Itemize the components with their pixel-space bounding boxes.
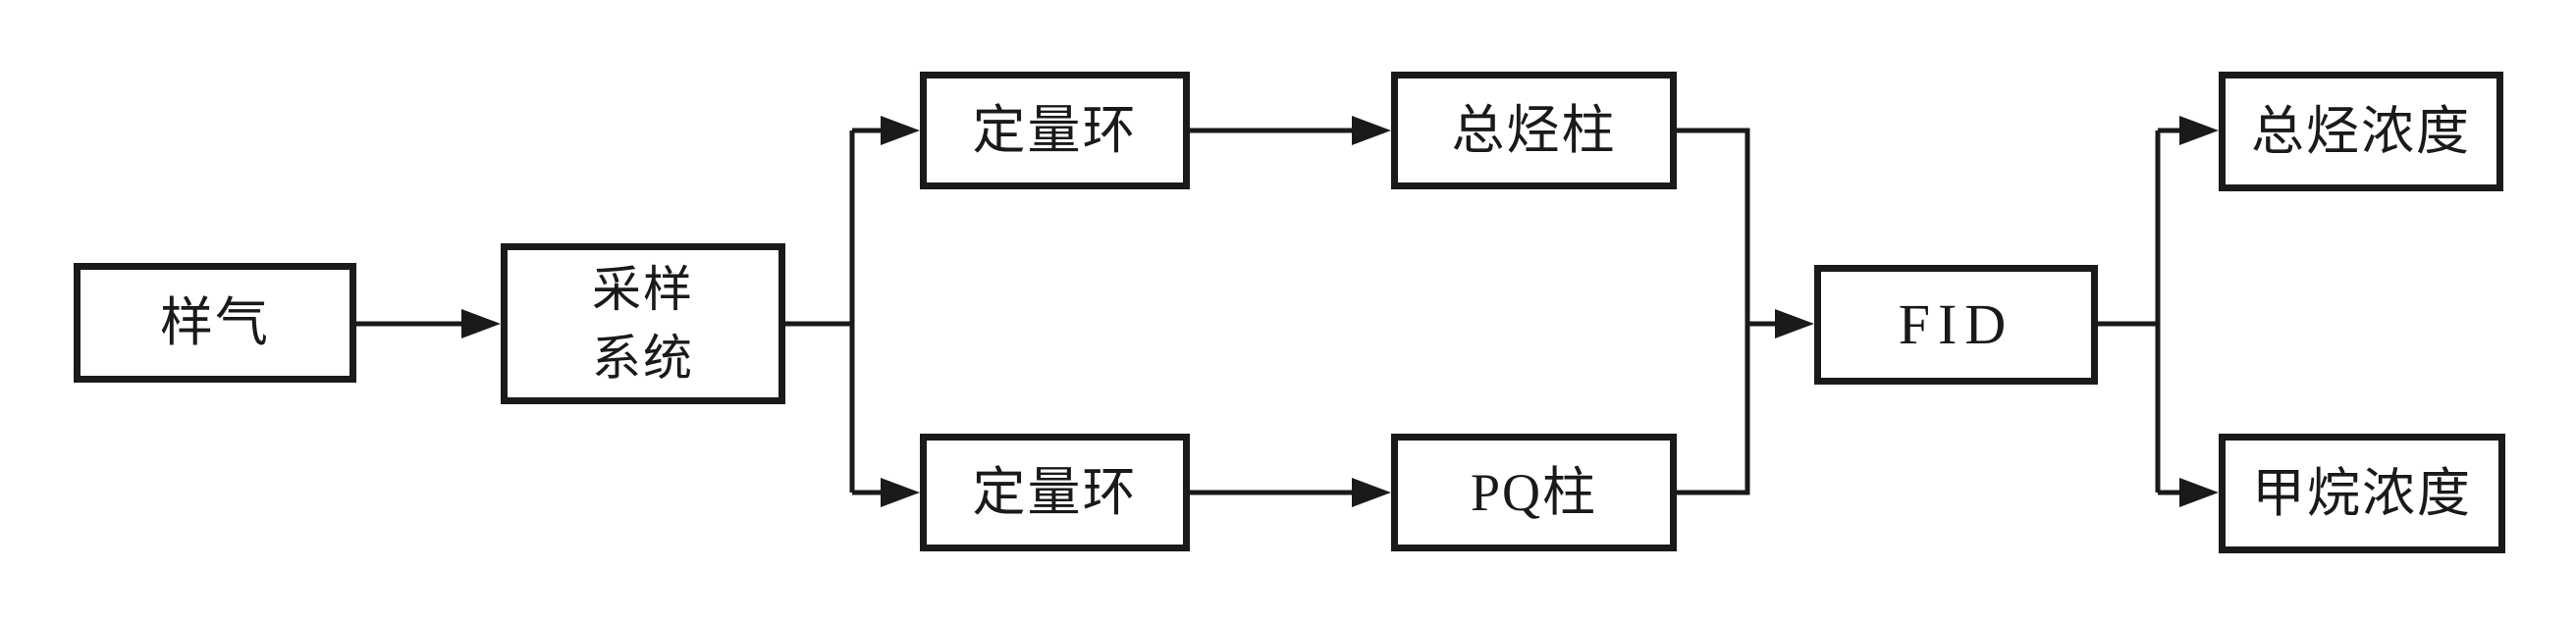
edge-merge-to-fid [1747, 309, 1814, 338]
node-methane-concentration: 甲烷浓度 [2219, 434, 2505, 553]
node-methane-concentration-label: 甲烷浓度 [2252, 463, 2472, 523]
node-sample-gas-label: 样气 [160, 292, 270, 352]
node-total-hydrocarbon-column-label: 总烃柱 [1451, 100, 1617, 160]
node-pq-column-label: PQ柱 [1470, 462, 1598, 522]
node-quantitative-loop-bottom: 定量环 [920, 434, 1190, 551]
edge-columns-merge [1677, 128, 1750, 495]
node-quantitative-loop-top-label: 定量环 [972, 100, 1138, 160]
node-fid-detector-label: FID [1898, 292, 2014, 357]
edge-sample-gas-to-sampling-system [356, 309, 501, 338]
edge-split-to-loop-top [852, 116, 920, 145]
node-sampling-system: 采样 系统 [501, 243, 785, 404]
node-sampling-system-label-line2: 系统 [592, 331, 694, 386]
edge-split-to-loop-bottom [852, 478, 920, 507]
edge-fid-split [2098, 130, 2161, 493]
edge-sampling-system-split [785, 130, 855, 493]
node-pq-column: PQ柱 [1391, 434, 1677, 551]
node-total-hydrocarbon-concentration-label: 总烃浓度 [2251, 101, 2471, 161]
edge-split-to-methane-concentration [2158, 478, 2219, 507]
node-fid-detector: FID [1814, 265, 2098, 385]
node-quantitative-loop-top: 定量环 [920, 72, 1190, 189]
node-total-hydrocarbon-column: 总烃柱 [1391, 72, 1677, 189]
node-total-hydrocarbon-concentration: 总烃浓度 [2219, 72, 2503, 191]
node-sampling-system-label-line1: 采样 [592, 262, 694, 317]
edge-loop-top-to-thc-column [1190, 116, 1391, 145]
node-quantitative-loop-bottom-label: 定量环 [972, 462, 1138, 522]
edge-loop-bottom-to-pq-column [1190, 478, 1391, 507]
edge-split-to-thc-concentration [2158, 116, 2219, 145]
node-sample-gas: 样气 [74, 263, 356, 383]
